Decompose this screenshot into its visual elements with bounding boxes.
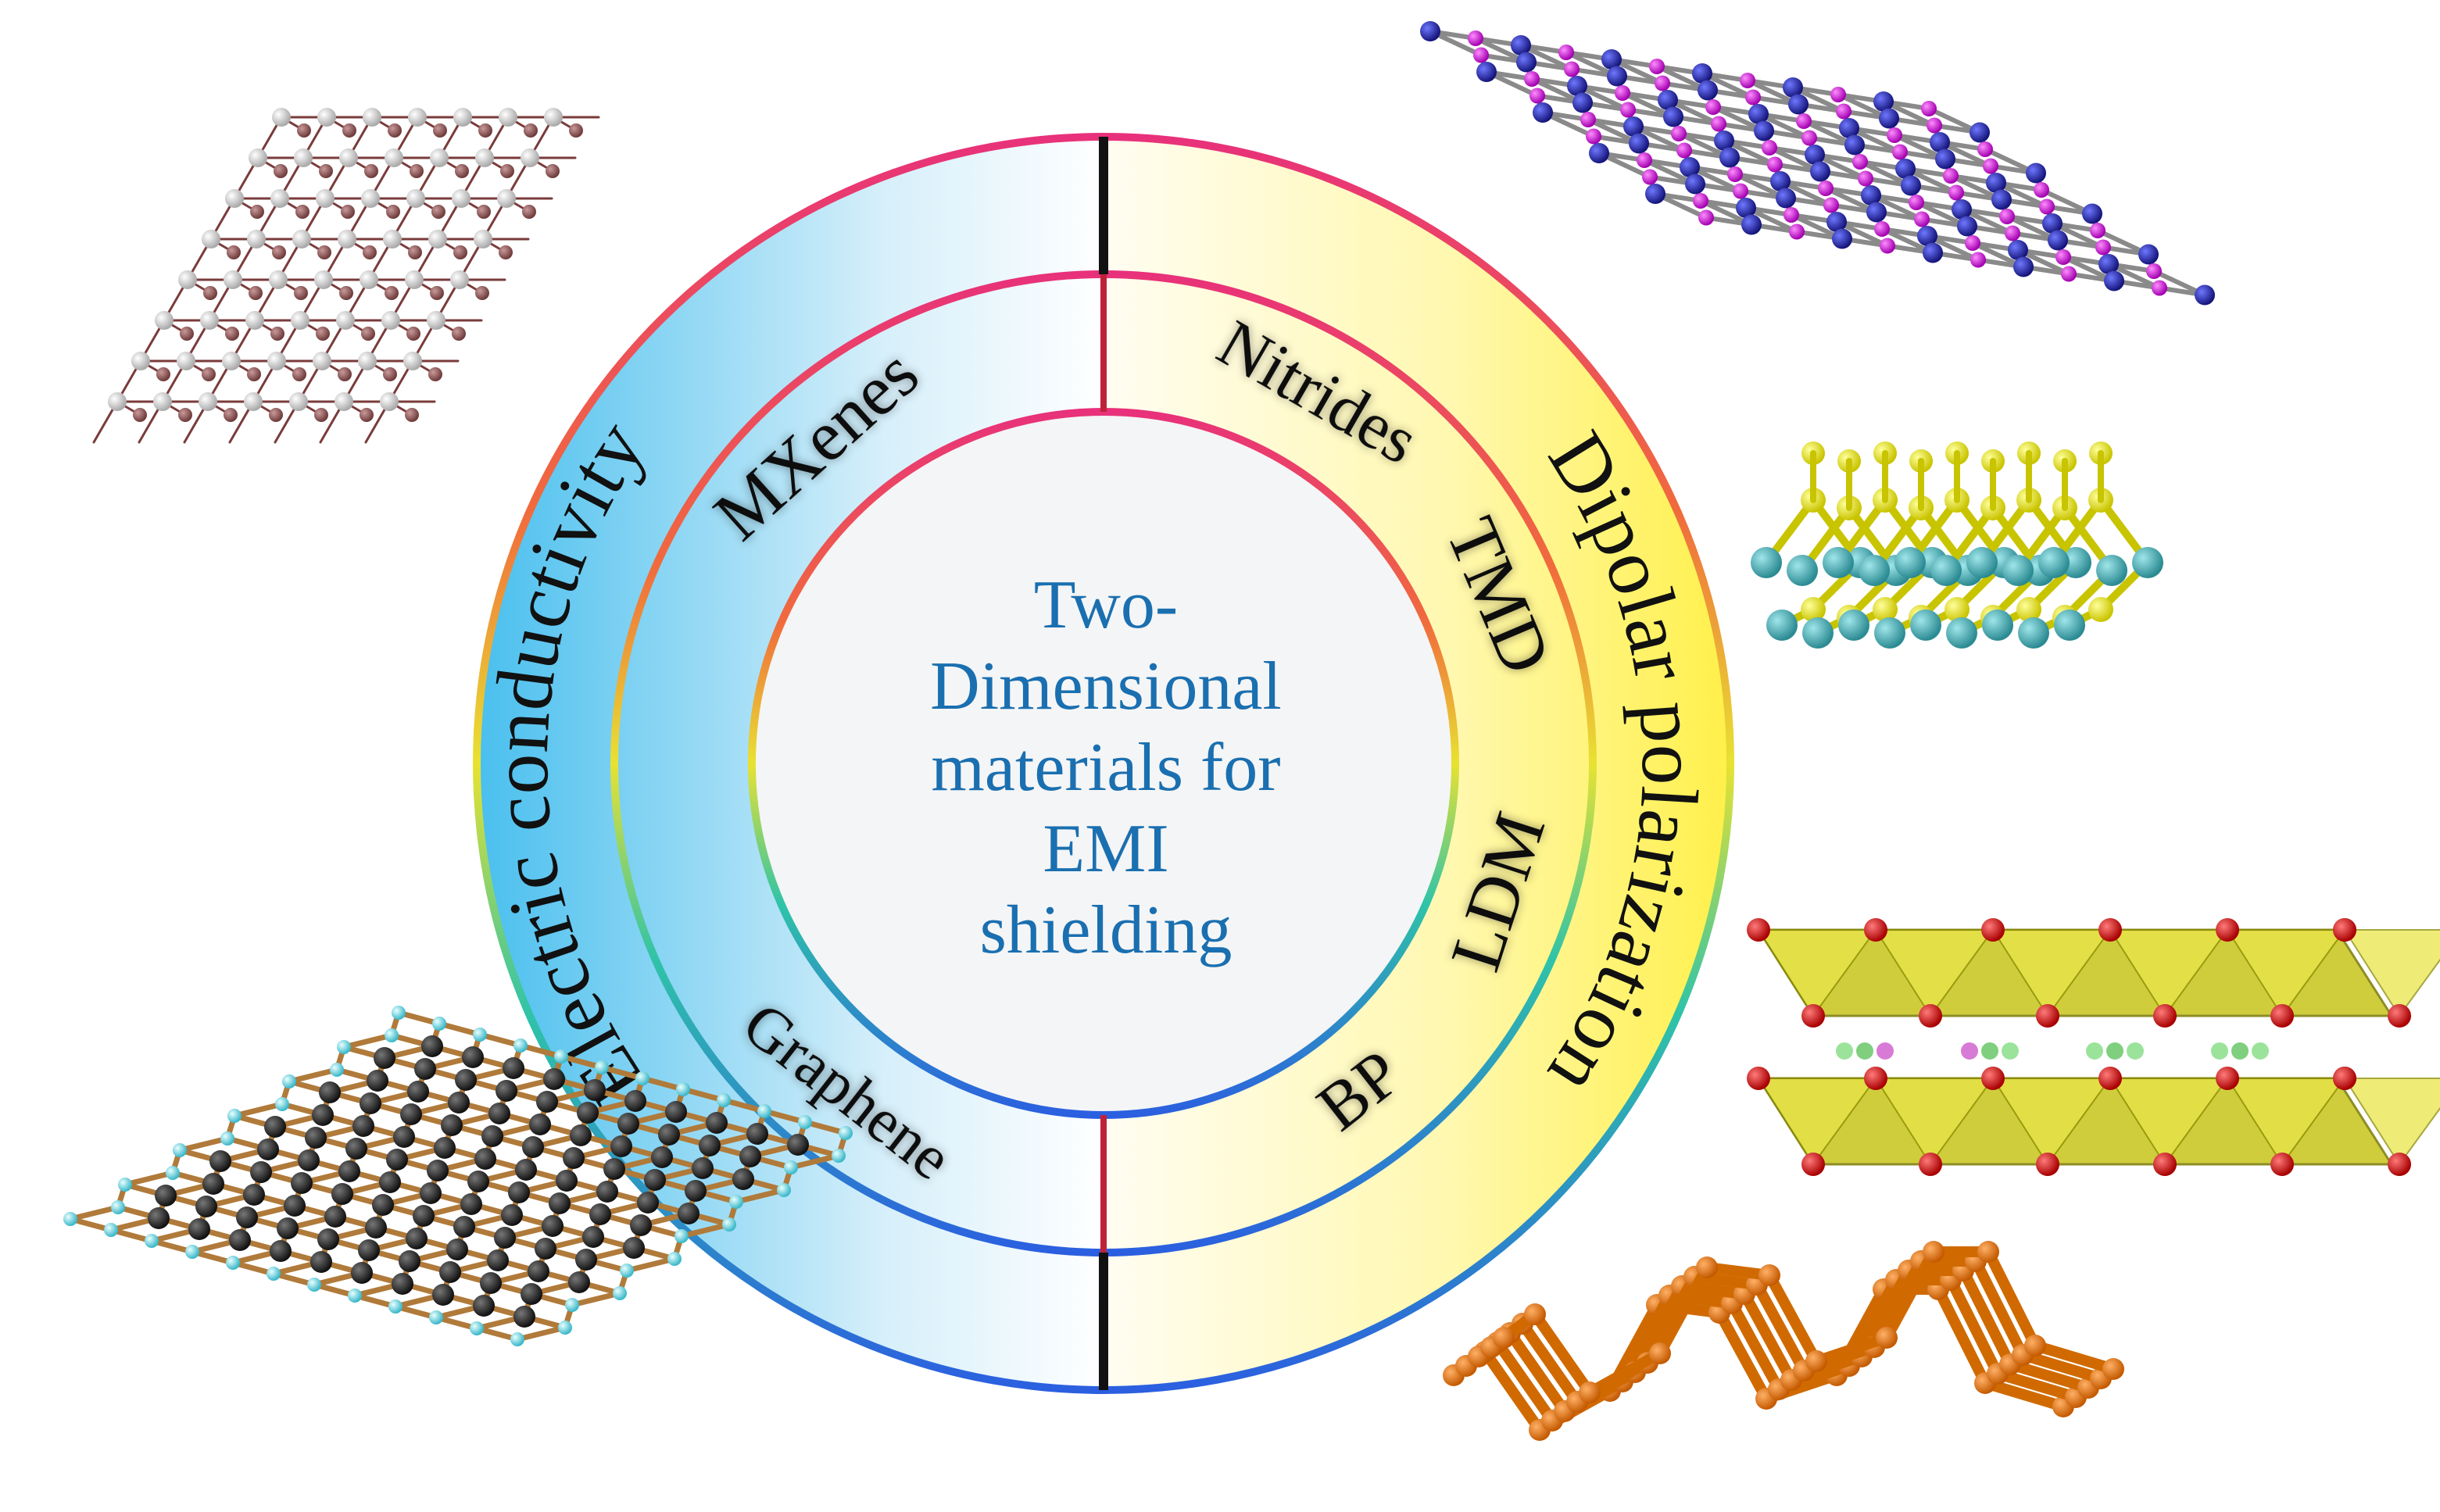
tmd-lattice-illustration (1751, 441, 2163, 649)
mxene-lattice-illustration (92, 108, 600, 444)
center-title-line: Two- (1034, 567, 1178, 643)
center-title-line: Dimensional (930, 649, 1282, 724)
center-title-line: shielding (980, 892, 1233, 968)
graphene-lattice-illustration (63, 1006, 853, 1346)
center-title-line: EMI (1043, 811, 1168, 887)
center-title-line: materials for (931, 730, 1280, 806)
central-circle-diagram: Electric conductivity Dipolar polarizati… (473, 133, 1734, 1394)
ldm-lattice-illustration (1747, 918, 2440, 1176)
black-phosphorus-lattice-illustration (1443, 1241, 2124, 1441)
nitride-lattice-illustration (1420, 21, 2215, 306)
